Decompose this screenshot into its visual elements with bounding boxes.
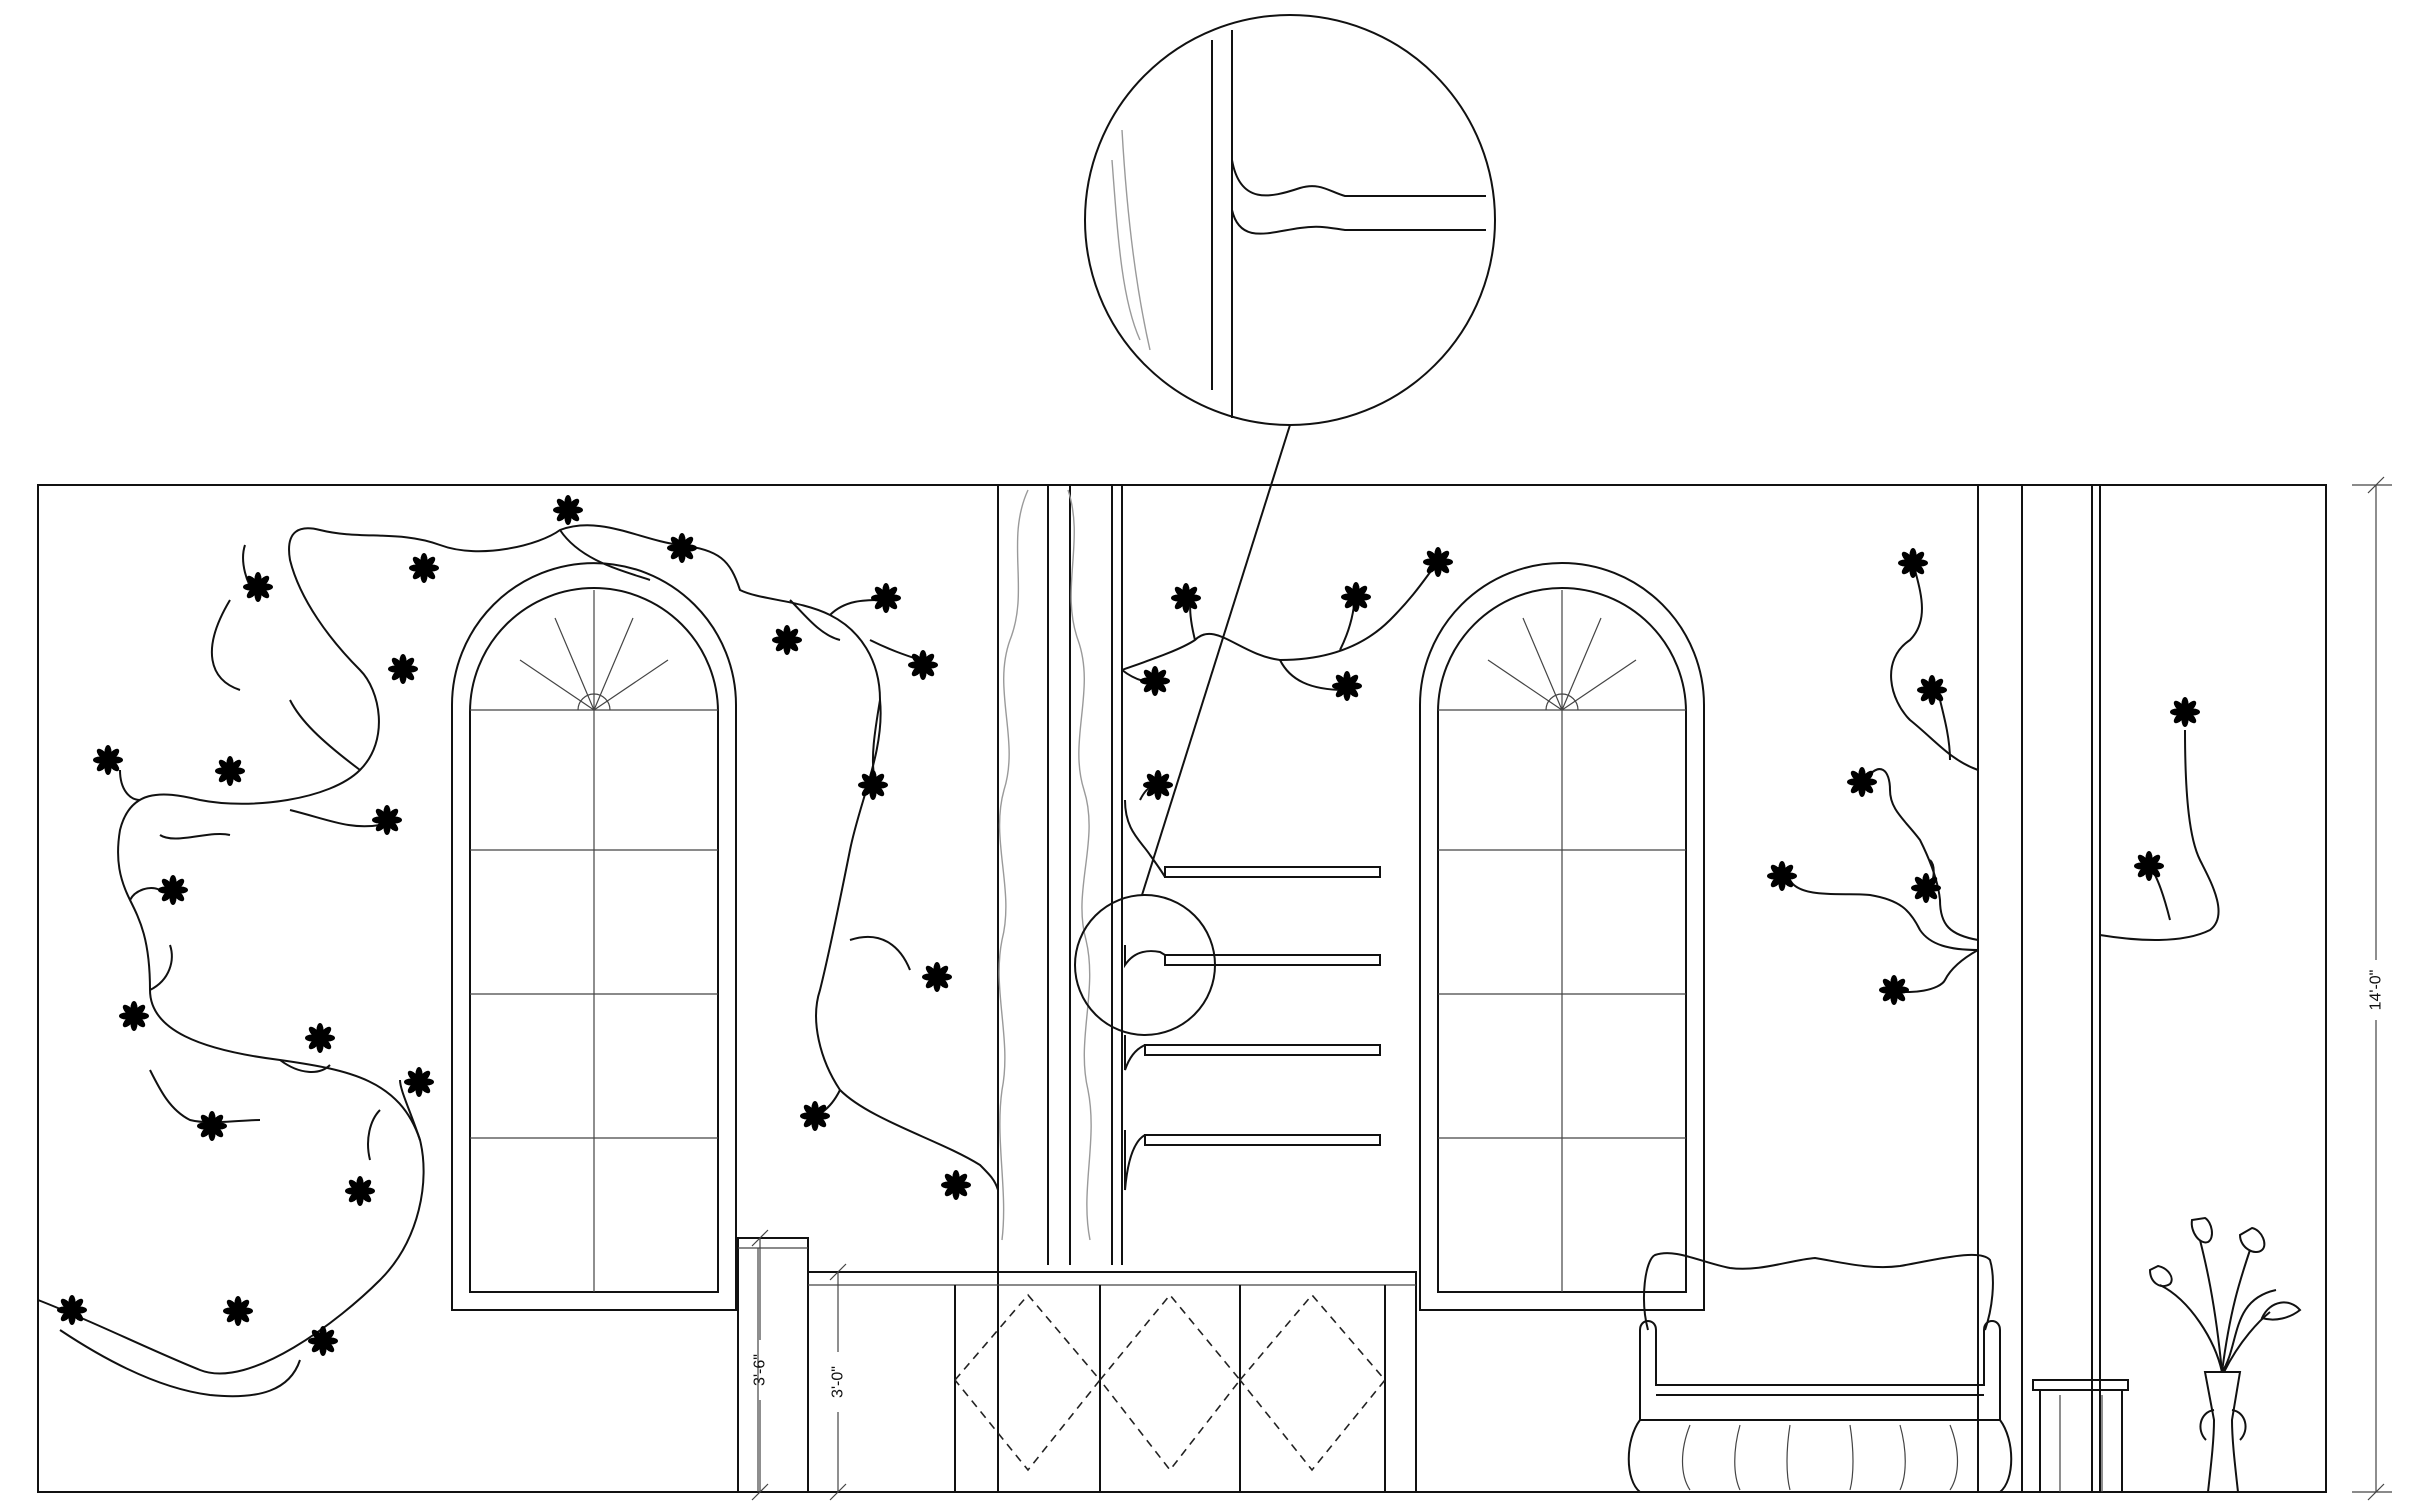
dimension-counter-height: 3'-6" (752, 1229, 769, 1501)
detail-callout-small (1074, 894, 1216, 1036)
console-cabinet (807, 1271, 1417, 1493)
dimension-text-wall-height: 14'-0" (2368, 970, 2385, 1011)
side-table (2032, 1379, 2129, 1493)
enlarged-detail (1084, 14, 1496, 426)
floating-shelves (1124, 799, 1381, 1191)
left-arched-window (451, 562, 737, 1311)
dimension-console-height: 3'-0" (830, 1263, 847, 1501)
dimension-text-counter-height: 3'-6" (752, 1354, 769, 1386)
right-arched-window (1419, 562, 1705, 1311)
wall-outline (37, 484, 2327, 1493)
left-pilaster (997, 485, 1123, 1492)
flowers (57, 495, 2200, 1356)
sofa (1627, 1252, 2013, 1493)
dimension-text-console-height: 3'-0" (830, 1366, 847, 1398)
tulip-vase (2148, 1216, 2302, 1493)
dimension-wall-height: 14'-0" (2352, 476, 2392, 1501)
counter (737, 1237, 809, 1493)
callout-leader (1141, 424, 1291, 896)
right-pilaster (1977, 485, 2101, 1492)
